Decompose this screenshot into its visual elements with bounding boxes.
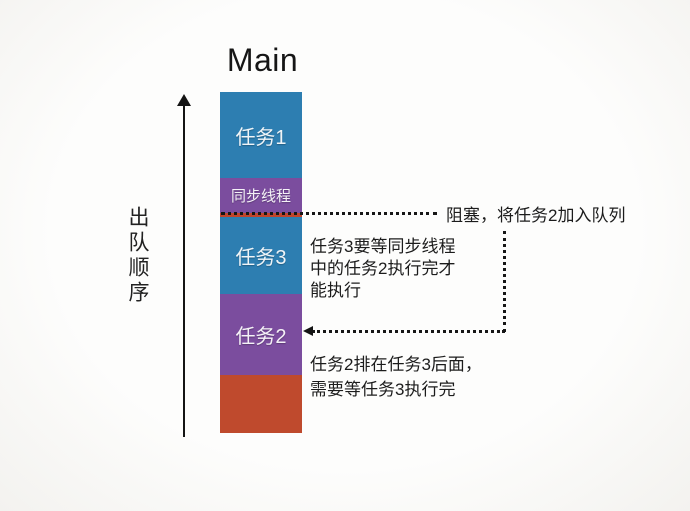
annotation-task2-line1: 任务2排在任务3后面， <box>310 355 482 374</box>
block-task1-label: 任务1 <box>235 126 287 149</box>
queue-title: Main <box>226 42 299 78</box>
annotation-blocking: 阻塞，将任务2加入队列 <box>446 206 626 225</box>
block-sync-thread: 同步线程 <box>220 178 302 213</box>
block-task3-label: 任务3 <box>235 247 287 269</box>
arrow-up-icon <box>177 94 191 106</box>
annotation-task3: 任务3要等同步线程 中的任务2执行完才 能执行 <box>310 236 455 302</box>
annotation-task3-line2: 中的任务2执行完才 <box>310 259 456 278</box>
annotation-task3-line3: 能执行 <box>310 281 361 300</box>
dotted-line-vertical <box>503 231 506 332</box>
dotted-line-to-task2 <box>312 330 505 333</box>
annotation-task2-line2: 需要等任务3执行完 <box>310 380 456 399</box>
annotation-task3-line1: 任务3要等同步线程 <box>310 237 456 256</box>
main-queue-column: 任务1 同步线程 任务3 任务2 <box>220 92 302 433</box>
blocking-divider <box>220 213 302 217</box>
arrow-left-icon <box>303 326 313 336</box>
block-tail <box>220 375 302 433</box>
block-task3: 任务3 <box>220 217 302 294</box>
dequeue-order-label: 出队顺序 <box>126 206 149 306</box>
block-sync-thread-label: 同步线程 <box>230 188 291 205</box>
annotation-task2: 任务2排在任务3后面， 需要等任务3执行完 <box>310 352 482 402</box>
block-task2-label: 任务2 <box>235 326 287 348</box>
dotted-line-blocking <box>221 212 437 215</box>
block-task2: 任务2 <box>220 294 302 375</box>
block-task1: 任务1 <box>220 92 302 178</box>
dequeue-order-arrow-line <box>183 104 185 437</box>
